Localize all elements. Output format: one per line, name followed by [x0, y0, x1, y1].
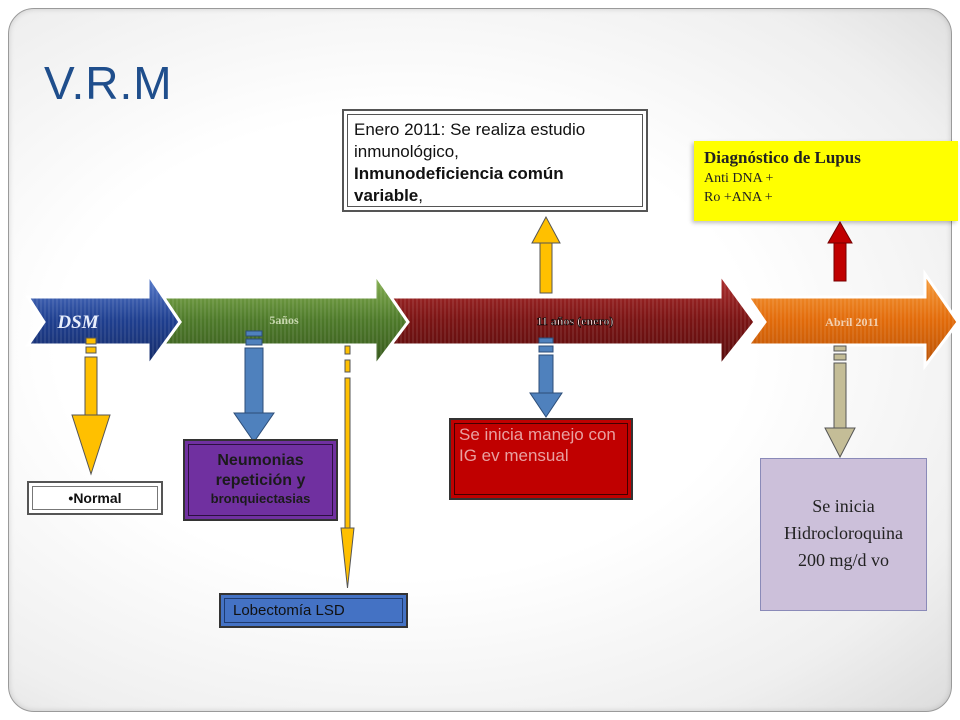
hidro-line3: 200 mg/d vo	[797, 550, 889, 570]
lupus-heading: Diagnóstico de Lupus	[704, 148, 861, 167]
arrow-up-lupus	[827, 220, 853, 282]
slide-title: V.R.M	[44, 57, 173, 109]
segment-dsm: DSM	[25, 269, 182, 371]
arrow-down-hidroxicloroquina	[824, 345, 856, 459]
arrow-down-ig	[529, 337, 563, 418]
segment-label-5-anos: 5años	[269, 313, 299, 327]
neumonias-line2: repetición y	[215, 472, 306, 489]
hidro-line2: Hidrocloroquina	[784, 523, 903, 543]
segment-label-abril: Abril 2011	[825, 315, 879, 329]
segment-5-anos: 5años	[160, 269, 410, 371]
event-box-lupus: Diagnóstico de Lupus Anti DNA + Ro +ANA …	[694, 141, 958, 221]
arrow-down-normal	[71, 337, 111, 476]
segment-11-anos: 11 años (enero)	[387, 269, 757, 371]
event-box-lobectomia: Lobectomía LSD	[219, 593, 408, 628]
arrow-down-lobectomia	[340, 345, 355, 589]
hidro-line1: Se inicia	[812, 496, 875, 516]
enero-line2: inmunológico,	[354, 142, 459, 161]
segment-label-dsm: DSM	[56, 312, 99, 333]
event-box-ig: Se inicia manejo con IG ev mensual	[449, 418, 633, 500]
arrow-down-neumonias	[233, 330, 275, 443]
segment-label-11-anos: 11 años (enero)	[536, 314, 613, 328]
neumonias-line3: bronquiectasias	[210, 491, 311, 506]
event-box-neumonias: Neumonias repetición y bronquiectasias	[183, 439, 338, 521]
enero-diagnosis-tail: ,	[418, 186, 423, 205]
lupus-line2: Ro +ANA +	[704, 190, 773, 205]
neumonias-line1: Neumonias	[217, 452, 304, 469]
enero-line1: Enero 2011: Se realiza estudio	[354, 120, 586, 139]
enero-diagnosis: Inmunodeficiencia común variable,	[354, 163, 636, 207]
enero-diagnosis-bold: Inmunodeficiencia común variable	[354, 164, 564, 205]
segment-abril-2011: Abril 2011	[745, 269, 960, 371]
lupus-line1: Anti DNA +	[704, 171, 774, 186]
arrow-up-enero	[531, 215, 561, 294]
event-box-enero-2011: Enero 2011: Se realiza estudio inmunológ…	[342, 109, 648, 212]
event-box-hidroxicloroquina: Se inicia Hidrocloroquina 200 mg/d vo	[760, 458, 927, 611]
event-box-normal: •Normal	[27, 481, 163, 515]
